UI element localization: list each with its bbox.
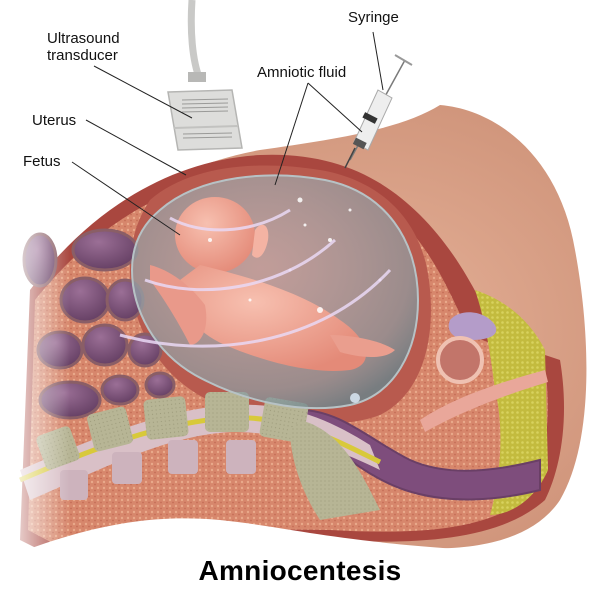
urethra-canal bbox=[420, 370, 548, 432]
rectum bbox=[299, 408, 541, 501]
label-fetus: Fetus bbox=[23, 153, 61, 170]
diagram-title: Amniocentesis bbox=[198, 555, 402, 586]
label-line-2: transducer bbox=[47, 47, 118, 64]
label-uterus: Uterus bbox=[32, 112, 77, 129]
label-amniotic-fluid: Amniotic fluid bbox=[257, 64, 347, 81]
leader-lines bbox=[71, 31, 384, 236]
label-line-1: Ultrasound bbox=[47, 30, 120, 47]
fluid-particles bbox=[208, 197, 382, 403]
lower-cut bbox=[0, 518, 600, 600]
bladder bbox=[448, 312, 497, 340]
ultrasound-waves bbox=[119, 208, 392, 348]
label-syringe: Syringe bbox=[348, 9, 399, 26]
label-ultrasound-transducer: Ultrasound transducer bbox=[47, 30, 120, 64]
pubic-organ bbox=[436, 336, 484, 384]
syringe bbox=[344, 54, 413, 169]
ultrasound-transducer bbox=[167, 0, 243, 151]
fat-layer bbox=[475, 290, 548, 515]
